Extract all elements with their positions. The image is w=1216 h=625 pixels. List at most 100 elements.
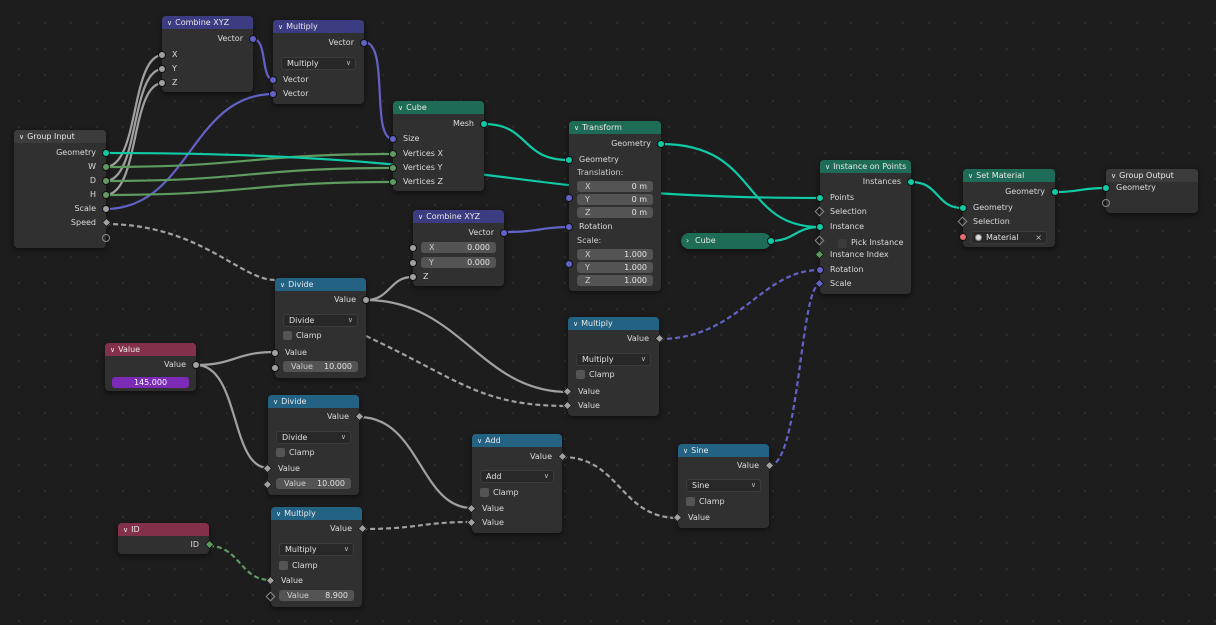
clamp-checkbox[interactable]: Clamp — [686, 496, 725, 507]
value-input-field[interactable]: 145.000 — [112, 377, 189, 388]
input-socket[interactable] — [816, 223, 824, 231]
collapse-chevron-icon[interactable]: ∨ — [573, 320, 579, 328]
set-material-node[interactable]: ∨Set Material Geometry Geometry Selectio… — [957, 169, 1059, 247]
id-header[interactable]: ∨ID — [118, 523, 209, 536]
output-socket[interactable] — [102, 149, 110, 157]
add-header[interactable]: ∨Add — [472, 434, 562, 447]
input-socket[interactable] — [389, 135, 397, 143]
output-socket[interactable] — [249, 35, 257, 43]
input-socket[interactable] — [158, 65, 166, 73]
input-socket[interactable] — [816, 266, 824, 274]
clamp-checkbox[interactable]: Clamp — [480, 487, 519, 498]
input-socket[interactable] — [269, 90, 277, 98]
material-input-socket[interactable] — [959, 233, 967, 241]
value-header[interactable]: ∨Value — [105, 343, 196, 356]
input-socket[interactable] — [466, 503, 477, 514]
y-input-socket[interactable] — [409, 259, 417, 267]
transform-header[interactable]: ∨Transform — [569, 121, 661, 134]
translation-input-socket[interactable] — [565, 194, 573, 202]
cube-node[interactable]: ∨Cube Mesh Size Vertices X Vertices Y Ve… — [389, 101, 488, 191]
operation-dropdown[interactable]: Multiply∨ — [279, 543, 354, 556]
output-socket[interactable] — [1051, 188, 1059, 196]
combine-xyz-header[interactable]: ∨Combine XYZ — [413, 210, 504, 223]
collapse-chevron-icon[interactable]: ∨ — [19, 133, 25, 141]
group-input-node[interactable]: ∨Group Input Geometry W D H Scale Speed — [14, 130, 112, 248]
input-socket[interactable] — [565, 223, 573, 231]
clear-icon[interactable]: × — [1035, 233, 1042, 242]
input-socket[interactable] — [672, 512, 683, 523]
x-input-socket[interactable] — [409, 244, 417, 252]
output-socket[interactable] — [907, 178, 915, 186]
collapse-chevron-icon[interactable]: ∨ — [280, 281, 286, 289]
collapse-chevron-icon[interactable]: ∨ — [276, 510, 282, 518]
operation-dropdown[interactable]: Divide∨ — [283, 314, 358, 327]
collapse-chevron-icon[interactable]: ∨ — [278, 23, 284, 31]
multiply-node[interactable]: ∨Multiply Value Multiply∨ Clamp Value Va… — [562, 317, 665, 416]
input-socket[interactable] — [565, 156, 573, 164]
input-socket[interactable] — [409, 273, 417, 281]
collapse-chevron-icon[interactable]: ∨ — [123, 526, 129, 534]
output-socket[interactable] — [354, 411, 365, 422]
collapse-chevron-icon[interactable]: ∨ — [683, 447, 689, 455]
multiply-vector-header[interactable]: ∨Multiply — [273, 20, 364, 33]
instance-on-points-node[interactable]: ∨Instance on Points Instances Points Sel… — [814, 160, 915, 294]
value-input-socket[interactable] — [271, 364, 279, 372]
input-socket[interactable] — [814, 235, 825, 246]
input-socket[interactable] — [389, 178, 397, 186]
input-socket[interactable] — [265, 575, 276, 586]
value-input-socket[interactable] — [262, 479, 273, 490]
clamp-checkbox[interactable]: Clamp — [279, 560, 318, 571]
input-socket[interactable] — [271, 349, 279, 357]
collapse-chevron-icon[interactable]: ∨ — [825, 163, 831, 171]
operation-dropdown[interactable]: Multiply∨ — [576, 353, 651, 366]
scale-input-socket[interactable] — [565, 260, 573, 268]
output-socket[interactable] — [102, 163, 110, 171]
output-socket[interactable] — [764, 460, 775, 471]
output-socket[interactable] — [360, 39, 368, 47]
output-socket[interactable] — [654, 333, 665, 344]
input-socket[interactable] — [262, 463, 273, 474]
group-output-header[interactable]: ∨Group Output — [1106, 169, 1198, 182]
output-socket[interactable] — [102, 205, 110, 213]
divide-header[interactable]: ∨Divide — [268, 395, 359, 408]
empty-input-socket[interactable] — [1102, 199, 1110, 207]
clamp-checkbox[interactable]: Clamp — [576, 369, 615, 380]
output-socket[interactable] — [767, 237, 775, 245]
multiply-header[interactable]: ∨Multiply — [271, 507, 362, 520]
collapse-chevron-icon[interactable]: ∨ — [110, 346, 116, 354]
input-socket[interactable] — [269, 76, 277, 84]
collapse-chevron-icon[interactable]: ∨ — [968, 172, 974, 180]
output-socket[interactable] — [357, 523, 368, 534]
input-socket[interactable] — [158, 79, 166, 87]
collapse-chevron-icon[interactable]: ∨ — [574, 124, 580, 132]
input-socket[interactable] — [562, 400, 573, 411]
add-node[interactable]: ∨Add Value Add∨ Clamp Value Value — [466, 434, 568, 533]
group-input-header[interactable]: ∨Group Input — [14, 130, 106, 143]
input-socket[interactable] — [814, 249, 825, 260]
instance-on-points-header[interactable]: ∨Instance on Points — [820, 160, 911, 173]
sine-header[interactable]: ∨Sine — [678, 444, 769, 457]
input-socket[interactable] — [389, 164, 397, 172]
id-node[interactable]: ∨ID ID — [118, 523, 215, 554]
input-socket[interactable] — [158, 51, 166, 59]
input-socket[interactable] — [466, 517, 477, 528]
output-socket[interactable] — [204, 539, 215, 550]
sine-node[interactable]: ∨Sine Value Sine∨ Clamp Value — [672, 444, 775, 528]
clamp-checkbox[interactable]: Clamp — [276, 447, 315, 458]
output-socket[interactable] — [657, 140, 665, 148]
input-socket[interactable] — [814, 278, 825, 289]
output-socket[interactable] — [102, 177, 110, 185]
output-socket[interactable] — [102, 191, 110, 199]
empty-output-socket[interactable] — [102, 234, 110, 242]
